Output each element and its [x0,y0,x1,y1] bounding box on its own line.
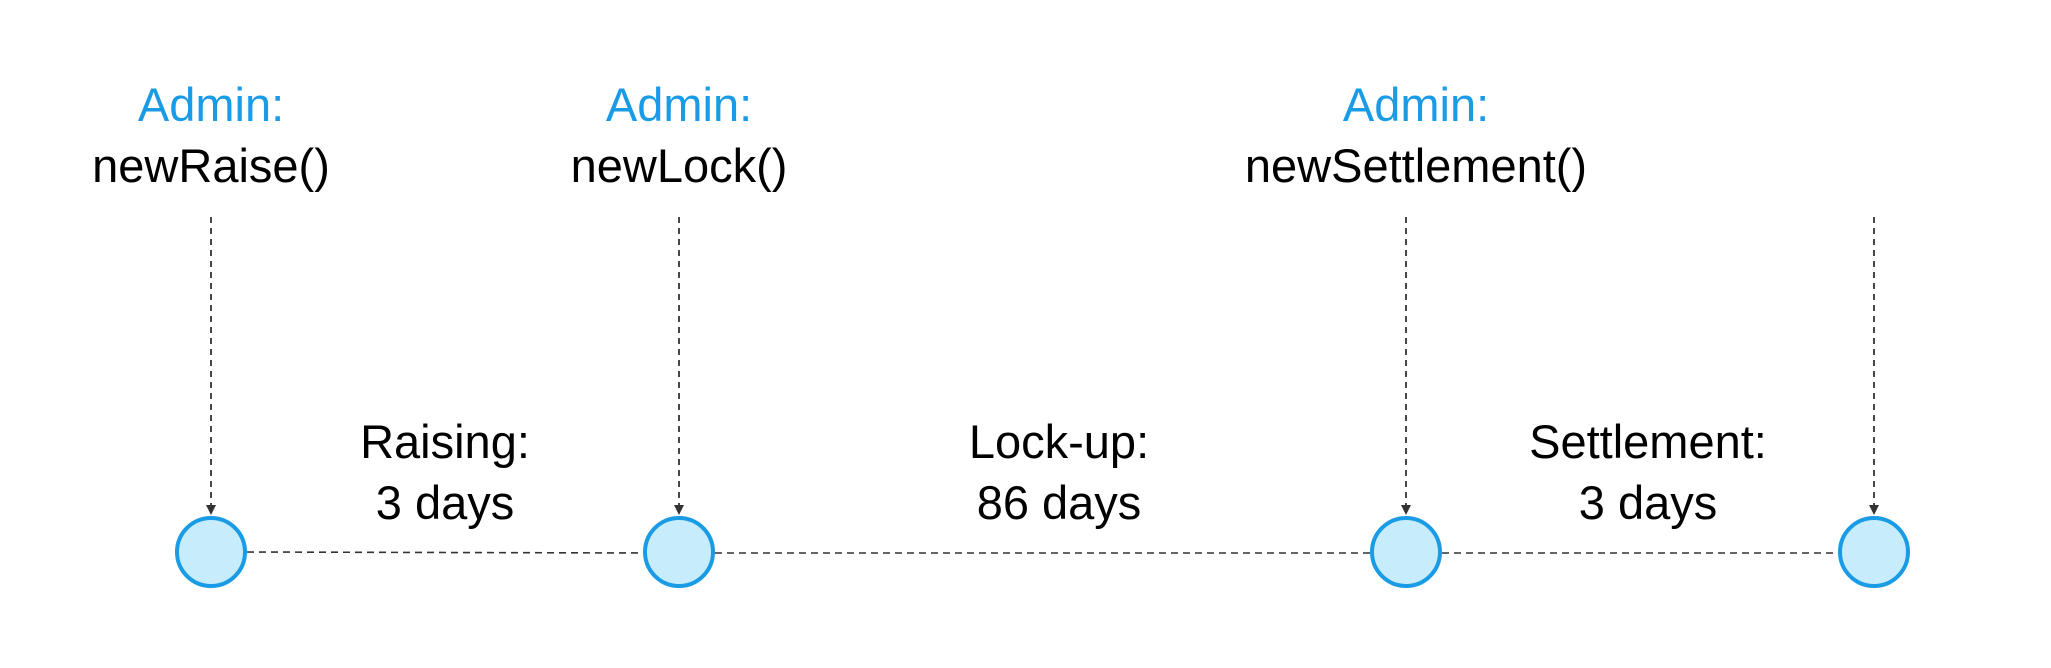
period-name: Lock-up: [968,415,1150,468]
period-label-lockup: Lock-up: 86 days [909,411,1209,533]
timeline-node-end [1838,516,1910,588]
event-call: newSettlement() [1244,139,1588,192]
period-label-settlement: Settlement: 3 days [1498,411,1798,533]
event-actor: Admin: [137,78,285,131]
timeline-segment-raising [246,551,644,554]
event-label-new-lock: Admin: newLock() [529,74,829,196]
period-name: Raising: [360,415,530,468]
timeline-node-raise [175,516,247,588]
period-label-raising: Raising: 3 days [295,411,595,533]
event-call: newLock() [570,139,788,192]
event-label-new-settlement: Admin: newSettlement() [1216,74,1616,196]
event-label-new-raise: Admin: newRaise() [61,74,361,196]
event-actor: Admin: [1342,78,1490,131]
period-duration: 86 days [976,476,1142,529]
event-call: newRaise() [92,139,330,192]
period-name: Settlement: [1529,415,1767,468]
period-duration: 3 days [375,476,515,529]
event-actor: Admin: [605,78,753,131]
timeline-node-lock [643,516,715,588]
period-duration: 3 days [1578,476,1718,529]
timeline-node-settlement [1370,516,1442,588]
